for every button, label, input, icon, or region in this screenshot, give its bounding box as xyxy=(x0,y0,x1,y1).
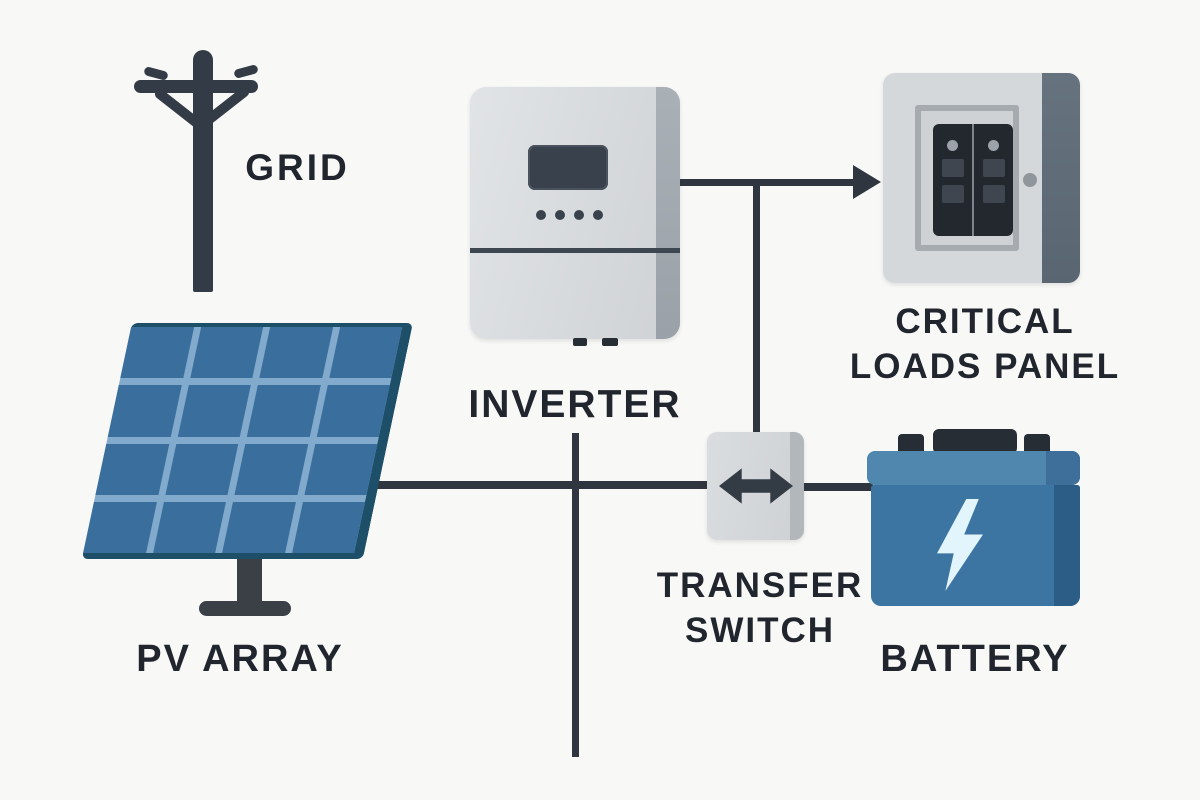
transfer-switch-label: TRANSFER SWITCH xyxy=(645,563,875,653)
breaker-dot xyxy=(988,140,999,151)
wire-switch-to-battery xyxy=(802,483,873,491)
breaker-column xyxy=(933,124,972,236)
led-dot xyxy=(574,210,584,220)
breaker-handle xyxy=(982,185,1005,203)
inverter-label: INVERTER xyxy=(468,383,682,426)
pole-peg-left xyxy=(143,66,169,81)
inverter-box-icon xyxy=(470,87,680,339)
wire-junction-to-switch xyxy=(753,182,760,434)
transfer-switch-label-line2: SWITCH xyxy=(684,611,836,650)
breaker-handle xyxy=(982,159,1005,177)
breaker-frame xyxy=(915,105,1019,251)
breaker-panel-hinge-side xyxy=(1042,73,1080,283)
critical-loads-label-line2: LOADS PANEL xyxy=(849,347,1121,386)
panel-face xyxy=(81,323,413,559)
switch-side-panel xyxy=(790,432,804,540)
breaker-handle xyxy=(941,159,964,177)
led-dot xyxy=(536,210,546,220)
pole-peg-right xyxy=(233,64,259,79)
battery-terminal xyxy=(933,429,1017,454)
door-knob xyxy=(1023,173,1037,187)
battery-lid-shade xyxy=(1046,451,1080,485)
wire-inverter-down xyxy=(572,433,579,757)
battery-label: BATTERY xyxy=(880,638,1070,680)
battery-terminal xyxy=(1024,434,1050,454)
pole-mast xyxy=(193,50,213,292)
pole-crossarm xyxy=(134,80,258,93)
breaker-switches xyxy=(933,124,1013,236)
inverter-divider xyxy=(470,248,680,253)
battery-body xyxy=(871,485,1080,606)
inverter-display xyxy=(528,145,608,190)
wire-inverter-to-loads xyxy=(677,179,855,186)
critical-loads-label: CRITICAL LOADS PANEL xyxy=(835,299,1135,389)
breaker-dot xyxy=(947,140,958,151)
inverter-led-row xyxy=(536,210,603,220)
transfer-switch-icon xyxy=(707,432,804,540)
critical-loads-label-line1: CRITICAL xyxy=(895,302,1075,341)
inverter-foot xyxy=(602,338,618,346)
inverter-foot xyxy=(573,338,587,346)
battery-lid xyxy=(867,451,1080,485)
arrow-right-icon xyxy=(853,165,881,199)
inverter-side-panel xyxy=(656,87,680,339)
panel-stand-base xyxy=(199,601,291,616)
battery-terminal xyxy=(898,434,924,454)
breaker-panel-icon xyxy=(883,73,1080,283)
wire-pv-to-switch xyxy=(377,481,708,489)
battery-side-shade xyxy=(1054,485,1080,606)
led-dot xyxy=(555,210,565,220)
led-dot xyxy=(593,210,603,220)
lightning-bolt-icon xyxy=(937,499,983,591)
pv-array-label: PV ARRAY xyxy=(136,638,344,680)
panel-stand-post xyxy=(237,556,262,606)
breaker-handle xyxy=(941,185,964,203)
grid-label: GRID xyxy=(245,147,350,188)
breaker-column xyxy=(972,124,1013,236)
double-arrow-icon xyxy=(719,468,793,504)
transfer-switch-label-line1: TRANSFER xyxy=(656,566,864,605)
